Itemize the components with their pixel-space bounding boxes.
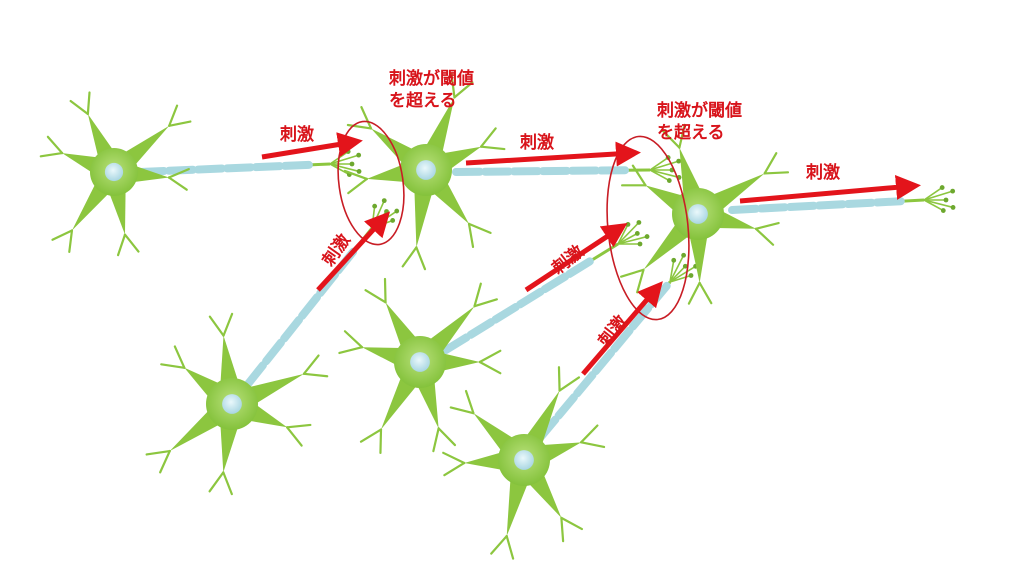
nucleus [222,394,242,414]
dendrite [441,353,480,371]
myelin-segment [198,169,222,170]
myelin-segment [256,166,280,167]
neuron-4 [339,279,500,453]
nucleus [416,160,436,180]
threshold-label-2-line2: を超える [657,122,742,144]
nucleus [688,204,708,224]
nucleus [410,352,430,372]
myelin-segment [302,297,317,316]
neurons [41,74,788,558]
myelin-segment [877,201,901,202]
neuron-3 [147,314,328,494]
axon-3 [456,170,650,172]
stimulus-label-6: 刺激 [806,162,840,184]
threshold-label-2: 刺激が閾値 を超える [657,100,742,144]
stimulus-label-3: 刺激 [520,132,554,154]
nucleus [514,450,534,470]
axon-terminal-4 [618,220,649,246]
myelin-segment [495,307,515,320]
myelin-segment [248,365,263,384]
stimulus-arrow-3 [466,153,632,163]
dendrite [414,190,432,248]
dendrite [109,189,126,234]
myelin-segment [284,320,299,339]
dendrite [220,423,238,472]
myelin-segment [732,209,756,210]
axon-terminal-1 [330,149,361,177]
axon-4 [446,244,618,350]
threshold-label-1-line1: 刺激が閾値 [389,68,474,90]
myelin-segment [819,204,843,205]
threshold-label-1: 刺激が閾値 を超える [389,68,474,112]
axon-5 [540,282,670,438]
myelin-segment [520,292,540,305]
myelin-segment [227,167,251,168]
threshold-label-1-line2: を超える [389,90,474,112]
neuron-6 [621,125,788,304]
myelin-segment [559,397,574,415]
dendrite [464,452,503,470]
myelin-segment [848,203,872,204]
nucleus [105,163,123,181]
myelin-segment [471,322,491,335]
axon-terminal-5 [670,253,698,282]
axon-1 [140,164,330,172]
dendrite [507,478,529,536]
threshold-label-2-line1: 刺激が閾値 [657,100,742,122]
stimulus-label-1: 刺激 [280,124,314,146]
axon-terminal-6 [924,185,955,213]
myelin-segment [266,343,281,362]
myelin-segment [285,165,309,166]
myelin-segment [761,207,785,208]
axon-terminal-3 [650,155,681,183]
myelin-segment [790,206,814,207]
dendrite [220,336,238,385]
